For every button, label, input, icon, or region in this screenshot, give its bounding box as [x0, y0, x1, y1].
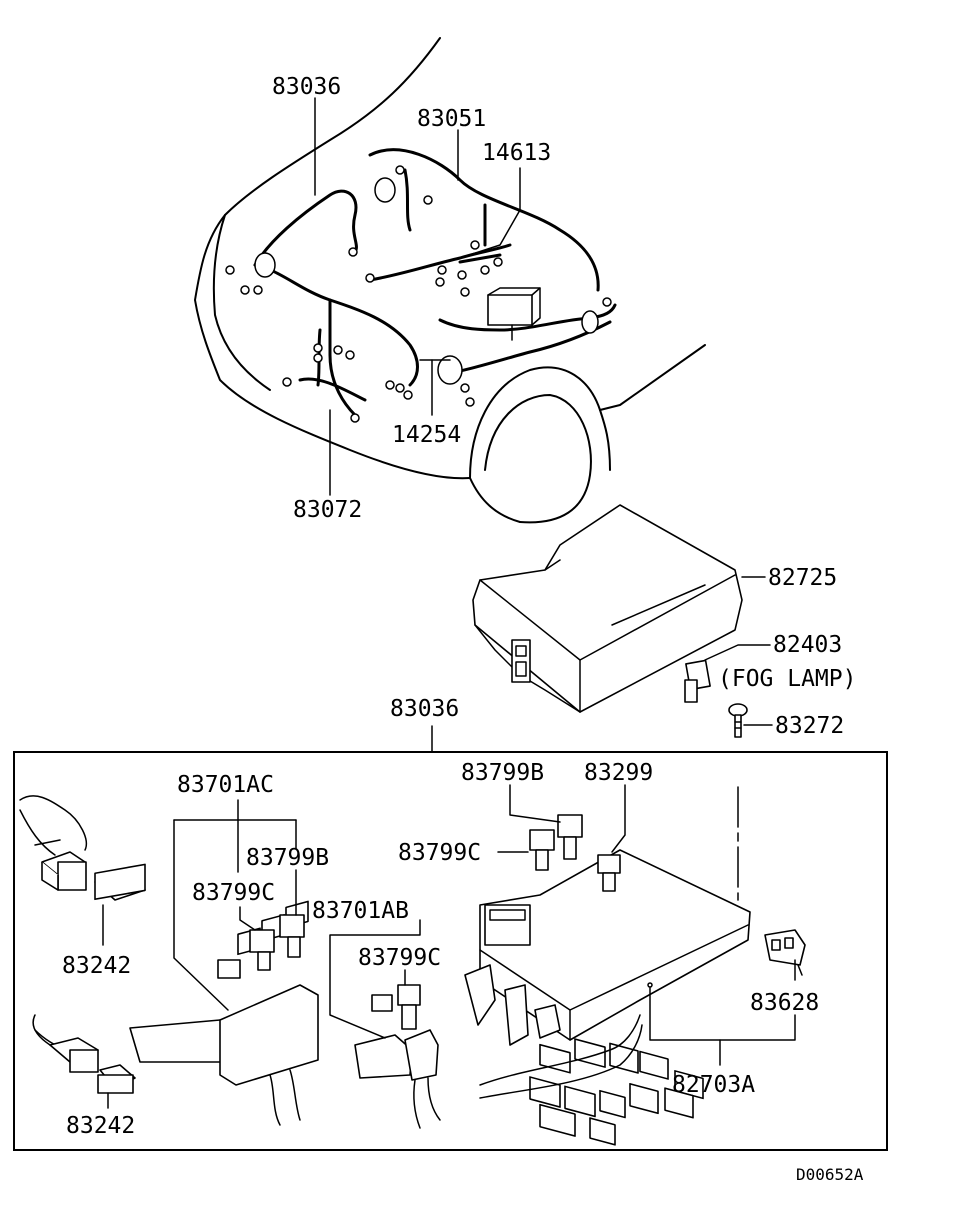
harness-connectors — [225, 165, 612, 423]
drawing-code: D00652A — [796, 1165, 864, 1184]
part-number-82403: 82403 — [773, 632, 842, 658]
part-number-83299: 83299 — [584, 760, 653, 786]
part-number-83036-box: 83036 — [390, 696, 459, 722]
fog-lamp-note: (FOG LAMP) — [718, 666, 856, 692]
clip-83628 — [764, 929, 806, 976]
part-number-14613: 14613 — [482, 140, 551, 166]
relay-box-cover — [472, 504, 743, 713]
part-number-83272: 83272 — [775, 713, 844, 739]
part-number-83799c-top: 83799C — [398, 840, 481, 866]
leader-83701ac — [173, 799, 297, 1011]
part-number-83799c-left: 83799C — [192, 880, 275, 906]
part-number-83242-bottom: 83242 — [66, 1113, 135, 1139]
junction-block-frame — [13, 751, 888, 1151]
leader-top-relays — [497, 784, 626, 853]
part-number-83036-harness: 83036 — [272, 74, 341, 100]
part-number-83072: 83072 — [293, 497, 362, 523]
part-number-82725: 82725 — [768, 565, 837, 591]
part-number-83799b-top: 83799B — [461, 760, 544, 786]
relays-top-cluster — [529, 814, 621, 892]
part-number-83051: 83051 — [417, 106, 486, 132]
leader-82403 — [704, 644, 771, 661]
engine-bay-illustration — [194, 37, 706, 524]
harness-relay-block — [487, 287, 541, 341]
part-number-14254: 14254 — [392, 422, 461, 448]
part-number-83701ab: 83701AB — [312, 898, 409, 924]
part-number-83799c-mid: 83799C — [358, 945, 441, 971]
connector-83242-bottom — [32, 1014, 136, 1094]
wiring-harness-top — [253, 148, 617, 417]
connector-83242-top — [19, 795, 146, 901]
leader-lines-top — [314, 97, 521, 496]
fog-lamp-relay — [684, 659, 711, 703]
part-number-83628: 83628 — [750, 990, 819, 1016]
junction-block-82703a — [464, 786, 751, 1146]
relay-box-83701ab — [354, 984, 441, 1129]
leader-83701ab — [329, 919, 421, 1039]
part-number-83701ac: 83701AC — [177, 772, 274, 798]
bolt — [728, 703, 748, 738]
part-number-83799b-left: 83799B — [246, 845, 329, 871]
part-number-83242-top: 83242 — [62, 953, 131, 979]
relay-box-83701ac — [129, 900, 319, 1126]
leader-82703a — [649, 987, 796, 1066]
part-number-82703a: 82703A — [672, 1072, 755, 1098]
